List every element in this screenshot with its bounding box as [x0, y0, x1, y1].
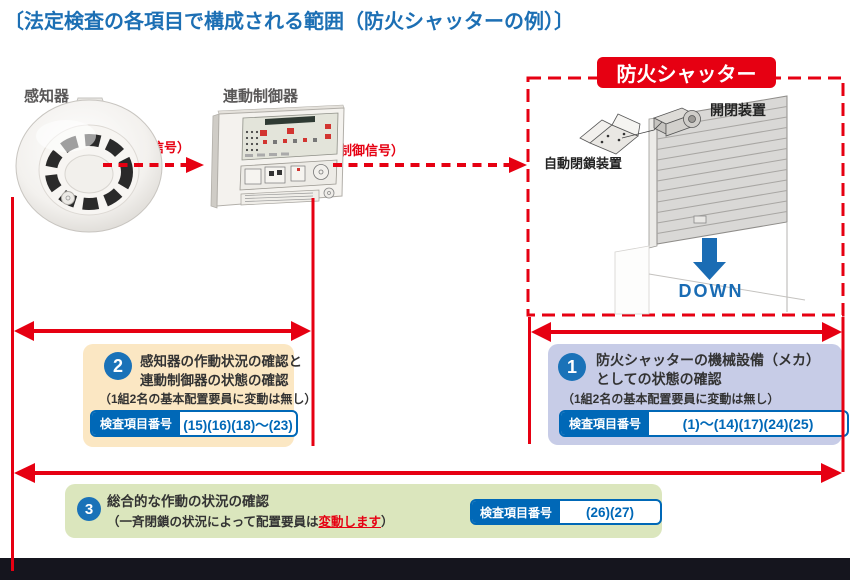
down-label: DOWN: [678, 281, 744, 301]
inspection-badge-value: (15)(16)(18)～(23): [183, 417, 293, 433]
step-2-line1: 感知器の作動状況の確認と: [140, 354, 302, 369]
step-3-inspection-badge: 検査項目番号 (26)(27): [470, 499, 663, 525]
step-1-note: （1組2名の基本配置要員に変動は無し）: [562, 392, 780, 406]
step-1-line1: 防火シャッターの機械設備（メカ）: [596, 352, 820, 368]
inspection-badge-label: 検査項目番号: [561, 412, 650, 435]
step-2-line2: 連動制御器の状態の確認: [140, 373, 289, 388]
step-3-note-prefix: （一斉閉鎖の状況によって配置要員は: [107, 515, 319, 529]
shutter-curtain-illustration: [614, 95, 806, 315]
range-1-arrow: [531, 322, 842, 342]
shutter-title-badge: 防火シャッター: [597, 57, 776, 88]
step-1-inspection-badge: 検査項目番号 (1)～(14)(17)(24)(25): [559, 410, 850, 437]
bottom-border-bar: [0, 558, 850, 580]
step-3-note-highlight: 変動します: [318, 515, 382, 529]
control-panel-icon: [210, 104, 345, 209]
device-connector-line: [621, 121, 663, 139]
page-title: 〔法定検査の各項目で構成される範囲（防火シャッターの例）〕: [4, 11, 574, 33]
controller-label: 連動制御器: [223, 88, 299, 105]
step-3-note-suffix: ）: [381, 515, 394, 529]
open-close-device-icon: [652, 107, 701, 137]
open-close-device-label: 開閉装置: [710, 102, 766, 118]
step-2-number-badge: 2: [104, 352, 132, 380]
auto-close-device-icon: [579, 113, 641, 155]
auto-close-device-label: 自動閉鎖装置: [544, 156, 623, 171]
control-signal-arrow: [333, 157, 527, 173]
control-signal-label: （制御信号）: [326, 143, 405, 158]
inspection-badge-value: (26)(27): [586, 504, 635, 520]
step-1-line2: としての状態の確認: [596, 371, 722, 387]
inspection-badge-label: 検査項目番号: [92, 412, 181, 435]
range-2-arrow: [14, 321, 311, 341]
step-2-note: （1組2名の基本配置要員に変動は無し）: [99, 392, 317, 406]
range-3-arrow: [14, 463, 842, 483]
fire-shutter-region: [526, 76, 845, 317]
inspection-badge-value: (1)～(14)(17)(24)(25): [682, 415, 814, 432]
smoke-detector-icon: [15, 97, 163, 233]
step-3-line1: 総合的な作動の状況の確認: [107, 494, 269, 509]
step-3-number-badge: 3: [77, 497, 101, 521]
down-arrow-icon: [693, 238, 726, 280]
step-1-number-badge: 1: [558, 353, 586, 381]
inspection-badge-label: 検査項目番号: [472, 501, 561, 523]
step-2-inspection-badge: 検査項目番号 (15)(16)(18)～(23): [90, 410, 299, 437]
step-3-note: （一斉閉鎖の状況によって配置要員は変動します）: [107, 511, 394, 530]
detector-label: 感知器: [24, 88, 70, 105]
